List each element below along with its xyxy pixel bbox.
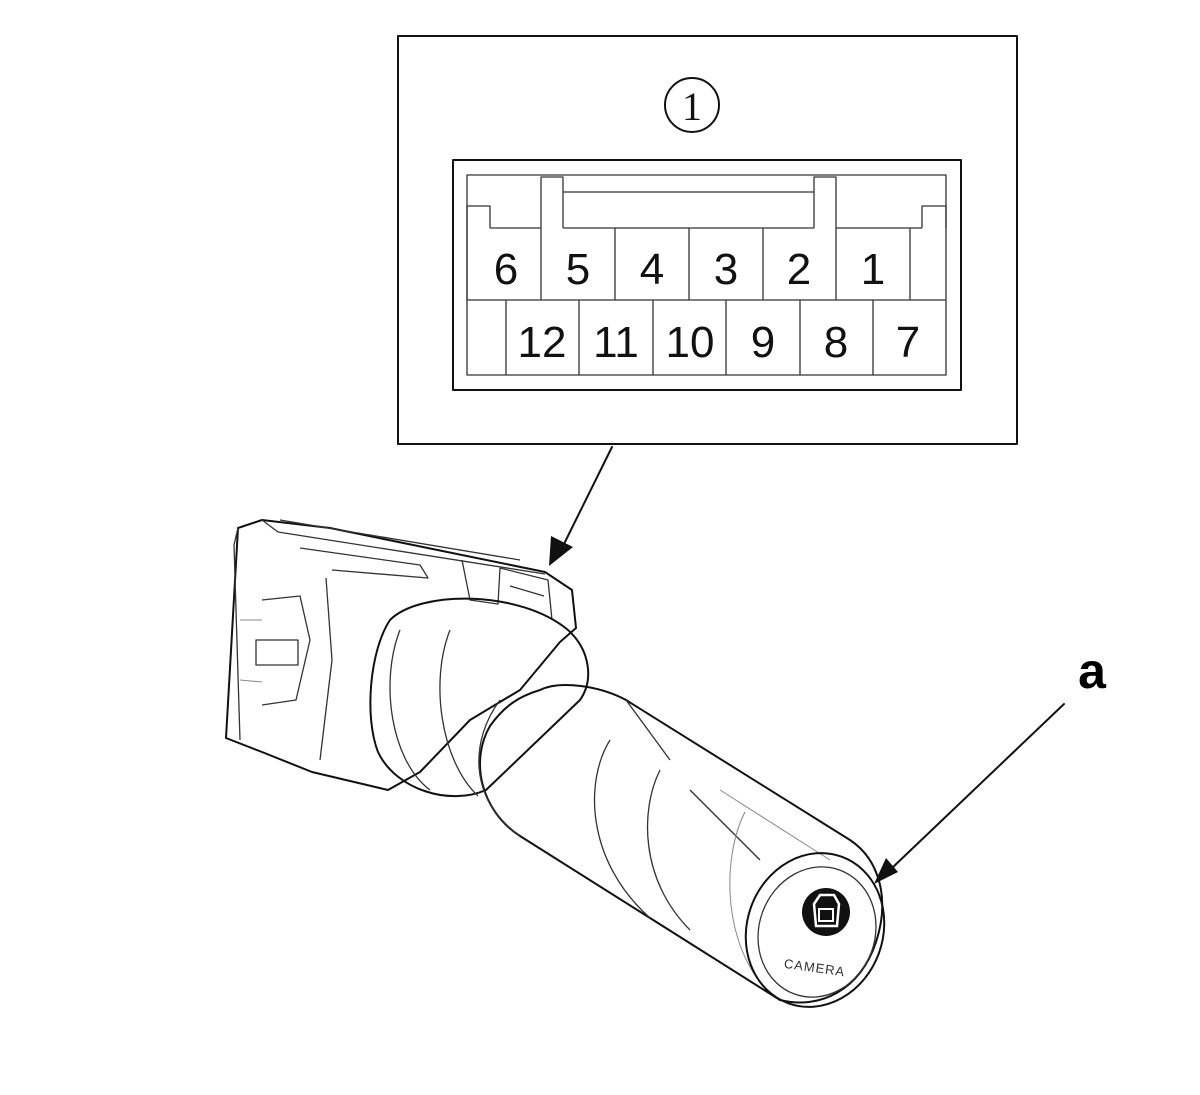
callout-a-label: a — [1078, 643, 1107, 699]
connector-pointer-arrow — [549, 446, 613, 566]
pin-11: 11 — [593, 318, 639, 367]
pin-8: 8 — [824, 318, 848, 367]
switch-assembly: CAMERA — [225, 519, 886, 1008]
pin-6: 6 — [494, 245, 518, 294]
camera-button-label: CAMERA — [783, 956, 846, 979]
connector-number: 1 — [682, 84, 702, 129]
connector-inset: 1 — [397, 35, 1018, 445]
pin-3: 3 — [714, 245, 738, 294]
pin-4: 4 — [640, 245, 664, 294]
connector-face: 6 5 4 3 2 1 12 11 10 9 8 7 — [452, 159, 962, 391]
pin-10: 10 — [666, 318, 715, 367]
pin-9: 9 — [751, 318, 775, 367]
switch-lever — [369, 597, 884, 1004]
callout-a: a — [874, 643, 1107, 884]
pin-7: 7 — [896, 318, 920, 367]
connector-circle-label: 1 — [664, 77, 720, 133]
pin-1: 1 — [861, 245, 885, 294]
camera-icon — [802, 888, 850, 936]
pin-2: 2 — [787, 245, 811, 294]
pin-5: 5 — [566, 245, 590, 294]
pin-12: 12 — [518, 318, 567, 367]
switch-connector-housing — [225, 519, 577, 791]
